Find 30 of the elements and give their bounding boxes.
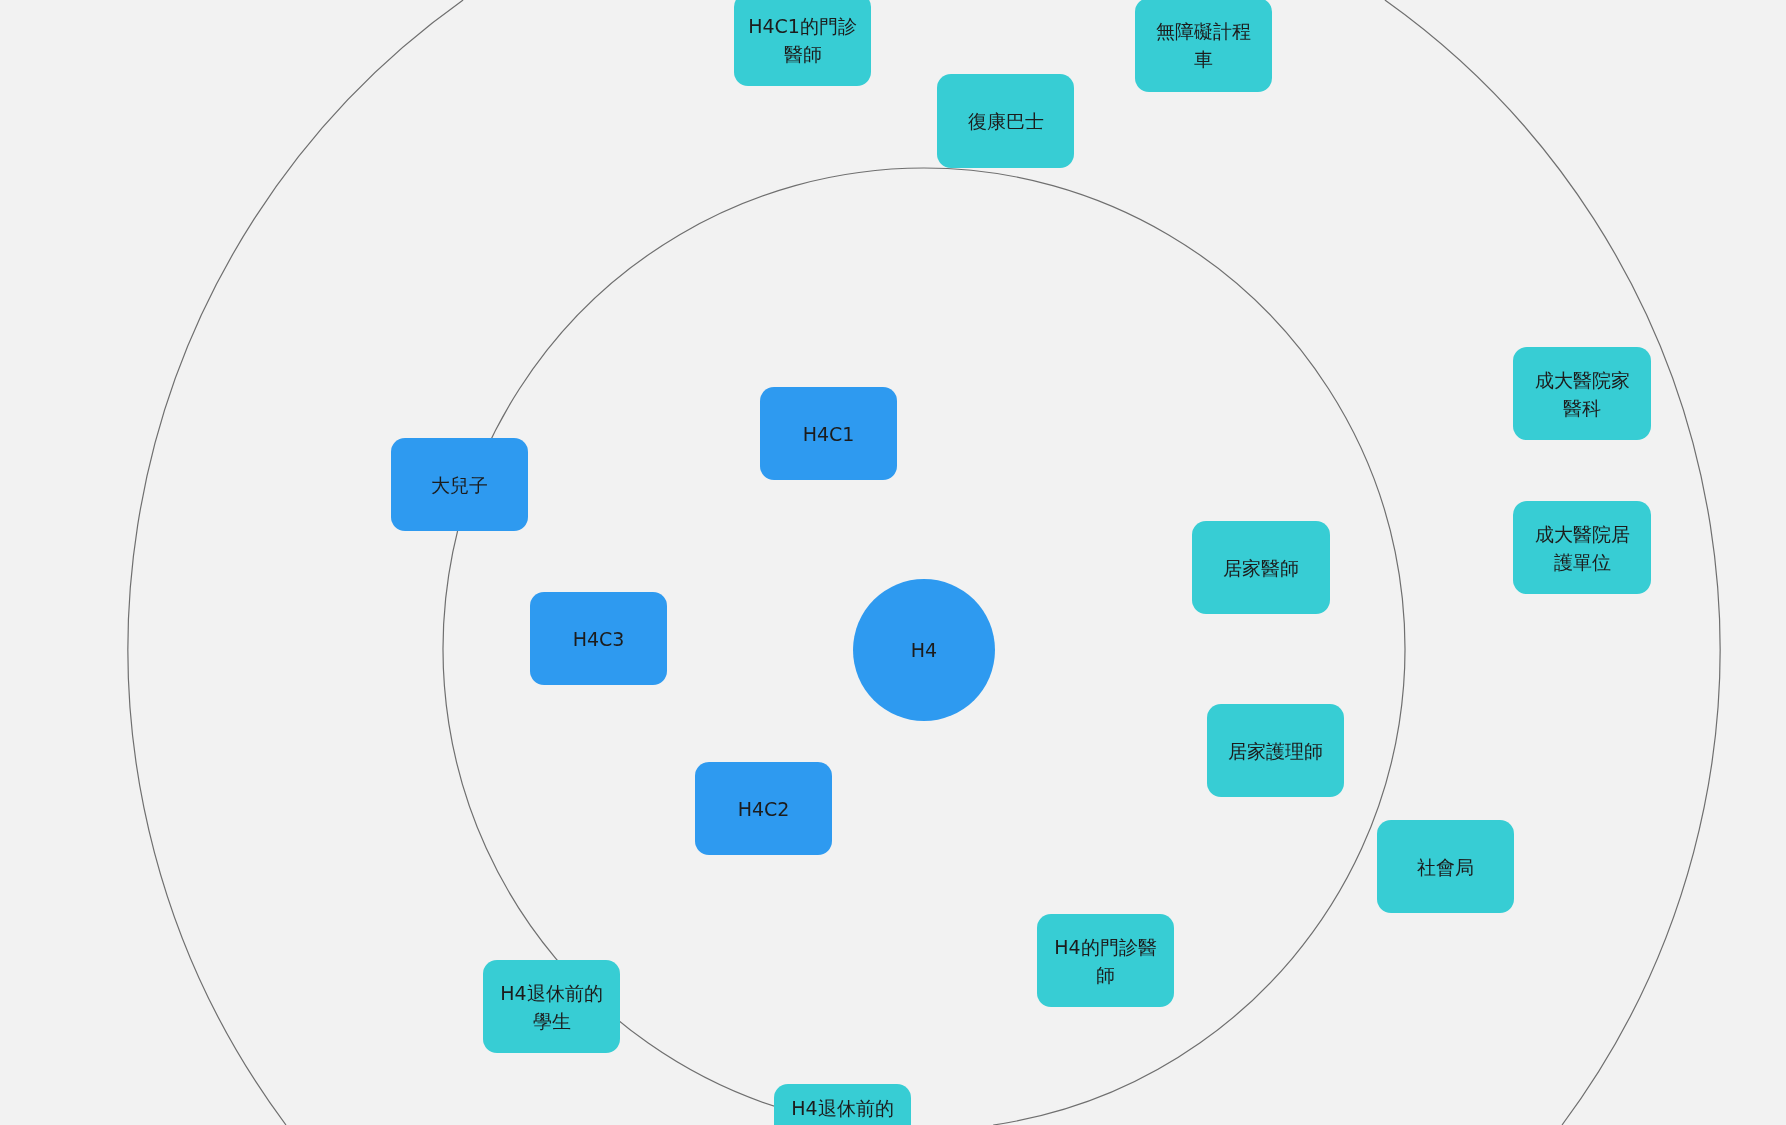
- node-label: H4C2: [737, 796, 790, 822]
- node-label: H4的門診醫師: [1053, 934, 1158, 988]
- node-label: H4C1: [802, 421, 855, 447]
- entity-box: [937, 74, 1074, 168]
- entity-box: [1207, 704, 1344, 797]
- entity-box: [1513, 501, 1651, 594]
- entity-box: [1135, 0, 1272, 92]
- node-label: 復康巴士: [967, 109, 1044, 134]
- node-label: 大兒子: [431, 472, 488, 498]
- node-label: 居家護理師: [1228, 738, 1323, 764]
- node-label: H4退休前的: [791, 1096, 894, 1121]
- entity-box: [1192, 521, 1330, 614]
- entity-box: [483, 960, 620, 1053]
- entity-box: [1377, 820, 1514, 913]
- entity-box: [1513, 347, 1651, 440]
- node-label: H4C1的門診醫師: [747, 13, 858, 67]
- entity-box: [760, 387, 897, 480]
- node-label: H4退休前的學生: [499, 980, 604, 1034]
- node-label: H4C3: [572, 626, 625, 652]
- entity-box: [1037, 914, 1174, 1007]
- node-label: 社會局: [1417, 854, 1474, 880]
- entity-box: [530, 592, 667, 685]
- entity-box: [391, 438, 528, 531]
- entity-box: [695, 762, 832, 855]
- node-label: 無障礙計程車: [1155, 19, 1252, 72]
- entity-box: [734, 0, 871, 86]
- node-label: 成大醫院家醫科: [1533, 367, 1631, 421]
- node-label: H4: [910, 638, 938, 663]
- node-label: 成大醫院居護單位: [1533, 521, 1631, 575]
- node-label: 居家醫師: [1223, 555, 1299, 581]
